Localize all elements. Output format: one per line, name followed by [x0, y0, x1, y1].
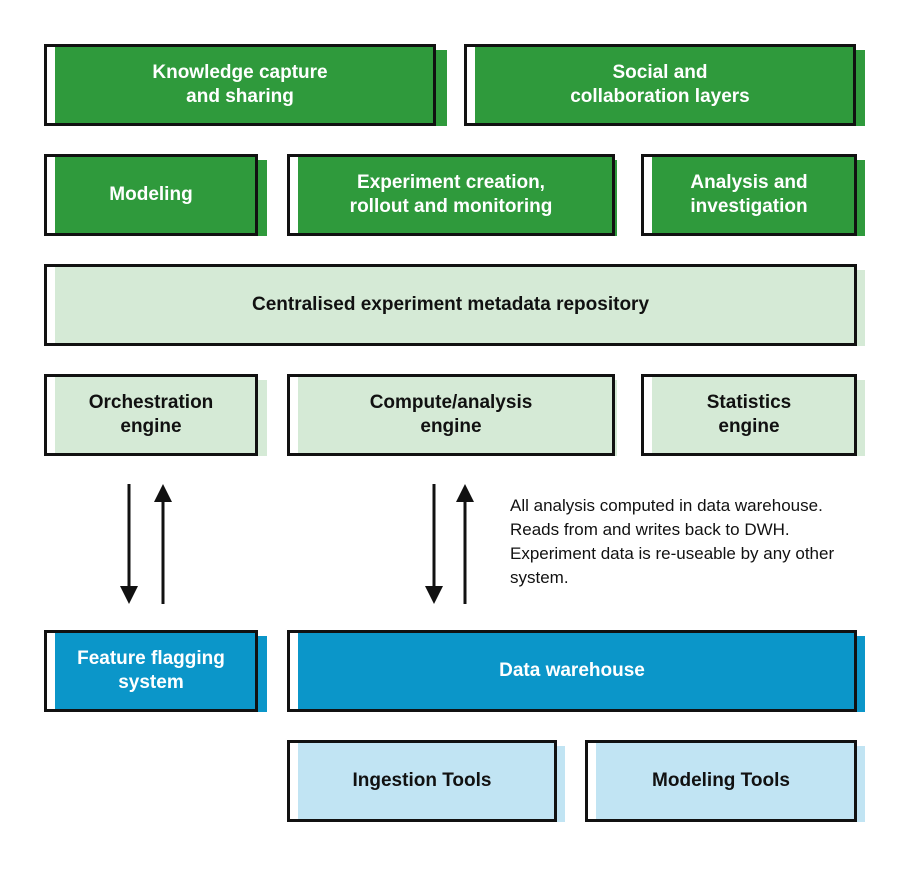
- experiment-creation-box: Experiment creation, rollout and monitor…: [287, 154, 615, 236]
- modeling-tools-label: Modeling Tools: [652, 770, 790, 791]
- modeling-box: Modeling: [44, 154, 258, 236]
- orchestration-down-arrow: [120, 484, 138, 604]
- social-collaboration-box: Social and collaboration layers: [464, 44, 856, 126]
- data-warehouse-note: All analysis computed in data warehouse.…: [510, 496, 835, 587]
- analysis-investigation-box: Analysis and investigation: [641, 154, 857, 236]
- data-warehouse-box: Data warehouse: [287, 630, 857, 712]
- modeling-tools-box: Modeling Tools: [585, 740, 857, 822]
- feature-flagging-box: Feature flagging system: [44, 630, 258, 712]
- knowledge-capture-box: Knowledge capture and sharing: [44, 44, 436, 126]
- ingestion-tools-label: Ingestion Tools: [352, 770, 492, 791]
- social-collaboration-label: Social and collaboration layers: [570, 62, 750, 107]
- experiment-creation-label: Experiment creation, rollout and monitor…: [349, 172, 553, 217]
- modeling-label: Modeling: [109, 184, 193, 205]
- compute-up-arrow: [456, 484, 474, 604]
- orchestration-up-arrow: [154, 484, 172, 604]
- analysis-investigation-label: Analysis and investigation: [690, 172, 808, 217]
- ingestion-tools-box: Ingestion Tools: [287, 740, 557, 822]
- metadata-repository-label: Centralised experiment metadata reposito…: [251, 294, 650, 315]
- compute-analysis-engine-label: Compute/analysis engine: [369, 392, 533, 437]
- data-warehouse-label: Data warehouse: [499, 660, 645, 681]
- orchestration-engine-label: Orchestration engine: [88, 392, 214, 437]
- compute-down-arrow: [425, 484, 443, 604]
- metadata-repository-box: Centralised experiment metadata reposito…: [44, 264, 857, 346]
- feature-flagging-label: Feature flagging system: [77, 648, 225, 693]
- knowledge-capture-label: Knowledge capture and sharing: [152, 62, 328, 107]
- statistics-engine-label: Statistics engine: [706, 392, 792, 437]
- statistics-engine-box: Statistics engine: [641, 374, 857, 456]
- compute-analysis-engine-box: Compute/analysis engine: [287, 374, 615, 456]
- orchestration-engine-box: Orchestration engine: [44, 374, 258, 456]
